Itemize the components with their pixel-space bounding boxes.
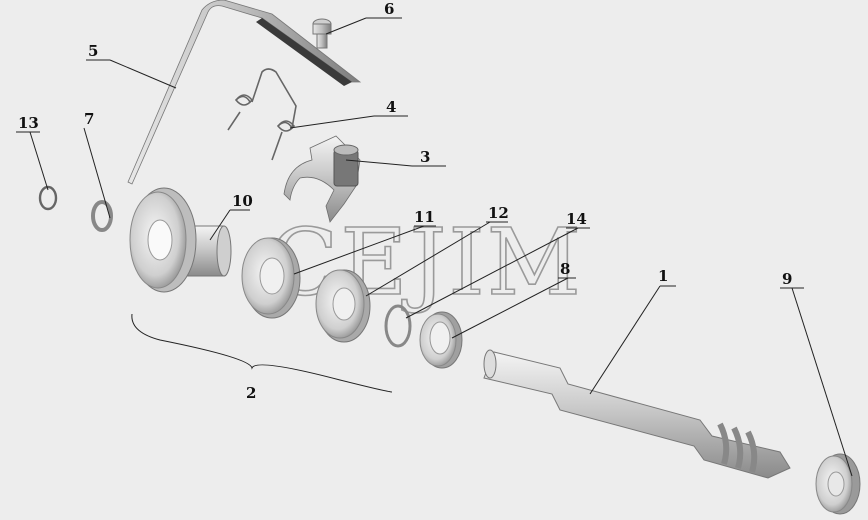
ring-gear-12-part	[315, 269, 371, 343]
gear-hub-part	[129, 187, 232, 293]
callout-1: 1	[658, 267, 668, 285]
callout-10: 10	[232, 192, 253, 210]
callout-13: 13	[18, 114, 39, 132]
shift-rod-part	[127, 0, 362, 185]
callout-2: 2	[246, 384, 256, 402]
leader-lines	[16, 17, 853, 477]
circlip-part	[384, 304, 412, 348]
callout-4: 4	[386, 98, 396, 116]
bolt-part	[312, 18, 332, 49]
bushing-part	[419, 311, 463, 369]
callout-7: 7	[84, 110, 94, 128]
assembly-bracket	[131, 313, 393, 393]
ring-gear-11-part	[241, 237, 301, 319]
washer-part	[91, 200, 113, 232]
callout-8: 8	[560, 260, 570, 278]
callout-11: 11	[414, 208, 435, 226]
callout-3: 3	[420, 148, 430, 166]
snap-ring-part	[38, 185, 58, 211]
callout-12: 12	[488, 204, 509, 222]
bearing-part	[815, 453, 861, 515]
callout-14: 14	[566, 210, 587, 228]
torsion-spring-part	[227, 68, 297, 161]
callout-6: 6	[384, 0, 394, 18]
callout-9: 9	[782, 270, 792, 288]
main-shaft-part	[483, 349, 791, 479]
shift-fork-part	[283, 135, 361, 223]
callout-5: 5	[88, 42, 98, 60]
